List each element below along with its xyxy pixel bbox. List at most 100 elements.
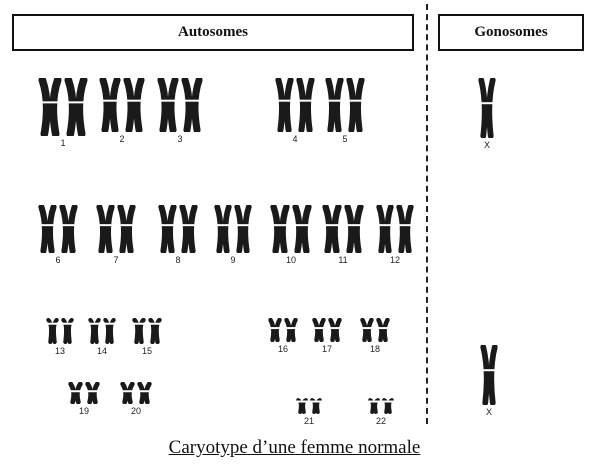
chromosome-shape <box>181 78 203 132</box>
chromosome-shape <box>322 205 342 253</box>
chromosome-shape <box>117 205 136 253</box>
chromosome-label: 3 <box>177 134 183 144</box>
chromosome-label: 21 <box>303 416 314 426</box>
chromosome-label: 22 <box>375 416 386 426</box>
chromosome-pair-19: 19 <box>68 382 100 416</box>
chromosome-pair-14: 14 <box>88 318 116 356</box>
chromosome-group <box>99 78 145 132</box>
chromosome-pair-16: 16 <box>268 318 298 354</box>
chromosome-group <box>275 78 315 132</box>
chromosome-label: 1 <box>60 138 66 148</box>
chromosome-label: 13 <box>54 346 65 356</box>
chromosome-shape <box>46 318 59 344</box>
chromosome-pair-13: 13 <box>46 318 74 356</box>
chromosome-shape <box>325 78 344 132</box>
chromosome-shape <box>312 318 326 342</box>
chromosome-group <box>46 318 74 344</box>
chromosome-shape <box>478 78 496 138</box>
chromosome-label: 4 <box>292 134 298 144</box>
figure-caption: Caryotype d’une femme normale <box>168 437 421 458</box>
chromosome-label: 16 <box>277 344 288 354</box>
chromosome-shape <box>123 78 145 132</box>
chromosome-shape <box>214 205 232 253</box>
chromosome-shape <box>368 398 380 414</box>
chromosome-label: 2 <box>119 134 125 144</box>
chromosome-shape <box>132 318 146 344</box>
chromosome-group <box>157 78 203 132</box>
chromosome-shape <box>376 205 394 253</box>
chromosome-group <box>480 345 498 405</box>
chromosome-group <box>270 205 312 253</box>
chromosome-group <box>158 205 198 253</box>
chromosome-shape <box>158 205 177 253</box>
chromosome-label: X <box>485 407 492 417</box>
autosomes-label: Autosomes <box>178 24 248 40</box>
chromosome-shape <box>96 205 115 253</box>
chromosome-pair-10: 10 <box>270 205 312 265</box>
chromosome-pair-3: 3 <box>157 78 203 144</box>
chromosome-pair-5: 5 <box>325 78 365 144</box>
chromosome-group <box>96 205 136 253</box>
chromosome-group <box>478 78 496 138</box>
chromosome-shape <box>59 205 78 253</box>
chromosome-pair-17: 17 <box>312 318 342 354</box>
chromosome-shape <box>270 205 290 253</box>
chromosome-pair-11: 11 <box>322 205 364 265</box>
chromosome-label: 15 <box>141 346 152 356</box>
gonosomes-header: Gonosomes <box>438 14 584 51</box>
chromosome-shape <box>103 318 116 344</box>
chromosome-pair-9: 9 <box>214 205 252 265</box>
chromosome-pair-1: 1 <box>38 78 88 148</box>
chromosome-label: 14 <box>96 346 107 356</box>
chromosome-pair-6: 6 <box>38 205 78 265</box>
chromosome-label: 10 <box>285 255 296 265</box>
chromosome-shape <box>137 382 152 404</box>
chromosome-shape <box>344 205 364 253</box>
chromosome-label: 11 <box>338 255 348 265</box>
chromosome-pair-18: 18 <box>360 318 390 354</box>
chromosome-shape <box>148 318 162 344</box>
chromosome-group <box>325 78 365 132</box>
chromosome-pair-8: 8 <box>158 205 198 265</box>
chromosome-label: X <box>483 140 490 150</box>
chromosome-label: 9 <box>230 255 236 265</box>
gonosome-x-1: X <box>480 345 498 417</box>
chromosome-label: 20 <box>130 406 141 416</box>
chromosome-pair-4: 4 <box>275 78 315 144</box>
chromosome-pair-12: 12 <box>376 205 414 265</box>
chromosome-group <box>214 205 252 253</box>
chromosome-label: 8 <box>175 255 181 265</box>
chromosome-shape <box>275 78 294 132</box>
chromosome-group <box>68 382 100 404</box>
chromosome-shape <box>296 78 315 132</box>
chromosome-group <box>132 318 162 344</box>
chromosome-shape <box>310 398 322 414</box>
chromosome-pair-15: 15 <box>132 318 162 356</box>
chromosome-label: 6 <box>55 255 61 265</box>
chromosome-pair-7: 7 <box>96 205 136 265</box>
chromosome-shape <box>120 382 135 404</box>
chromosome-shape <box>61 318 74 344</box>
gonosome-x-0: X <box>478 78 496 150</box>
chromosome-group <box>88 318 116 344</box>
chromosome-shape <box>292 205 312 253</box>
chromosome-shape <box>382 398 394 414</box>
chromosome-group <box>296 398 322 414</box>
chromosome-pair-21: 21 <box>296 398 322 426</box>
chromosome-shape <box>346 78 365 132</box>
chromosome-shape <box>88 318 101 344</box>
chromosome-label: 19 <box>78 406 89 416</box>
chromosome-shape <box>376 318 390 342</box>
gonosomes-label: Gonosomes <box>474 24 548 40</box>
chromosome-shape <box>396 205 414 253</box>
chromosome-label: 17 <box>321 344 332 354</box>
chromosome-shape <box>38 205 57 253</box>
chromosome-shape <box>328 318 342 342</box>
chromosome-group <box>268 318 298 342</box>
dashed-divider <box>426 4 428 424</box>
chromosome-shape <box>296 398 308 414</box>
chromosome-shape <box>480 345 498 405</box>
chromosome-shape <box>157 78 179 132</box>
chromosome-shape <box>64 78 88 136</box>
chromosome-pair-20: 20 <box>120 382 152 416</box>
